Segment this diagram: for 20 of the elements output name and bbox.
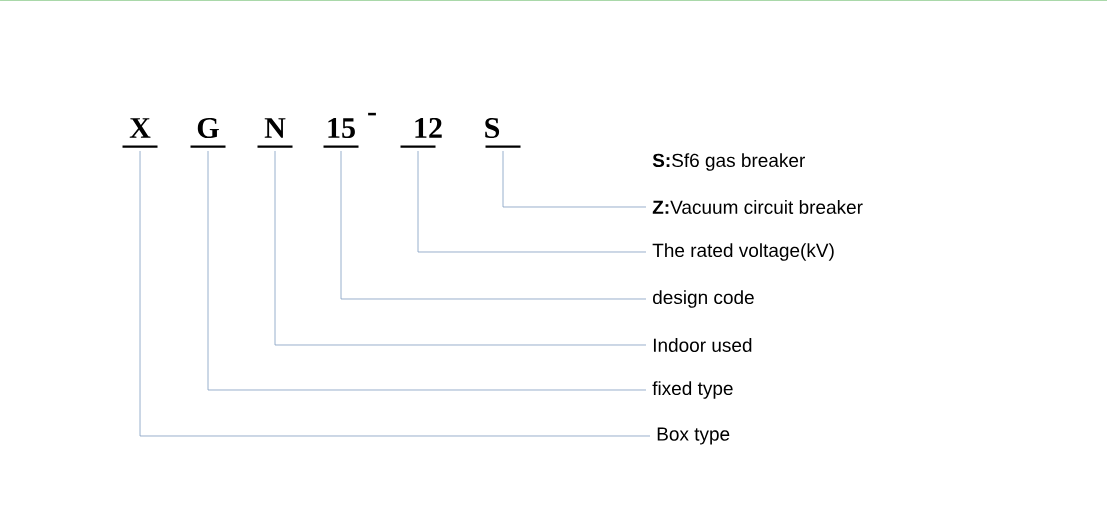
code-letter: 15 <box>323 118 359 148</box>
description-text: design code <box>653 290 754 308</box>
code-letter: 12 <box>400 117 442 148</box>
code-letter: X <box>122 118 158 148</box>
leader-line <box>207 150 647 391</box>
description-text: Z:Vacuum circuit breaker <box>652 200 863 214</box>
code-letter: S <box>485 117 521 148</box>
leader-line <box>340 150 647 300</box>
description-text: fixed type <box>652 381 733 399</box>
hyphen: - <box>368 112 376 116</box>
description-text: S:Sf6 gas breaker <box>652 153 805 171</box>
leader-line <box>274 150 647 346</box>
description-text: Box type <box>657 427 730 445</box>
description-text: Indoor used <box>653 338 752 352</box>
leader-line <box>502 150 647 208</box>
leader-line <box>417 150 647 253</box>
leader-line <box>139 150 651 437</box>
code-letter: N <box>257 118 293 148</box>
description-text: The rated voltage(kV) <box>652 243 834 261</box>
code-letter: G <box>190 117 226 148</box>
